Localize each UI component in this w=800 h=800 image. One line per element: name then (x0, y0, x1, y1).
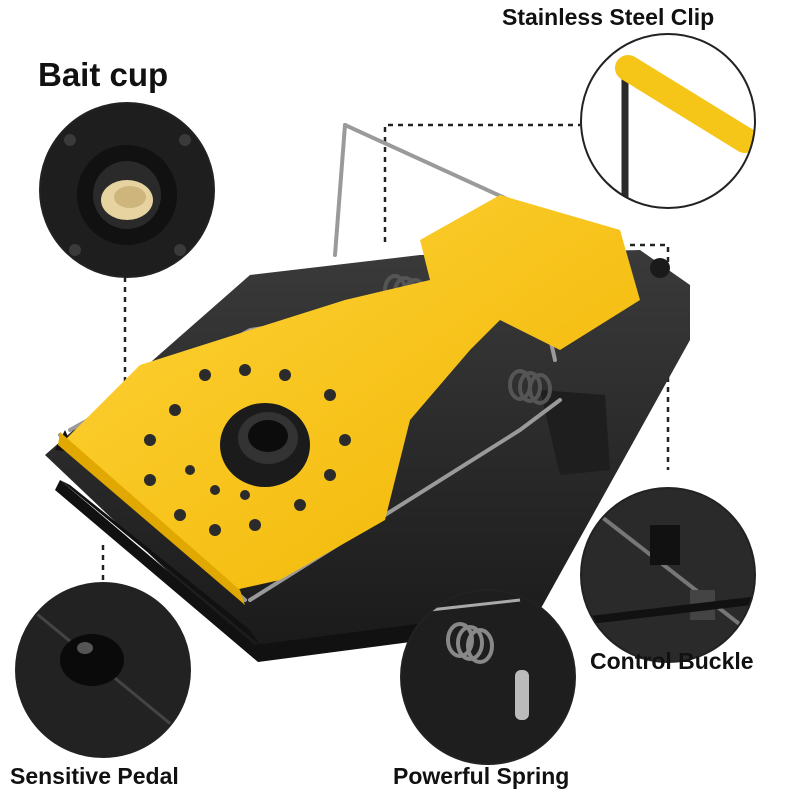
detail-control-buckle (580, 487, 756, 663)
steel-clip-label: Stainless Steel Clip (502, 4, 715, 30)
buckle-connector (630, 243, 670, 470)
powerful-spring-label: Powerful Spring (393, 763, 570, 789)
detail-powerful-spring (400, 589, 576, 765)
detail-bait-cup (39, 102, 215, 278)
detail-sensitive-pedal (15, 582, 191, 758)
sensitive-pedal-label: Sensitive Pedal (10, 763, 179, 789)
bait-cup-label: Bait cup (38, 56, 169, 93)
control-buckle-label: Control Buckle (590, 648, 754, 674)
yellow-pedal (58, 195, 640, 605)
detail-steel-clip (580, 33, 756, 209)
